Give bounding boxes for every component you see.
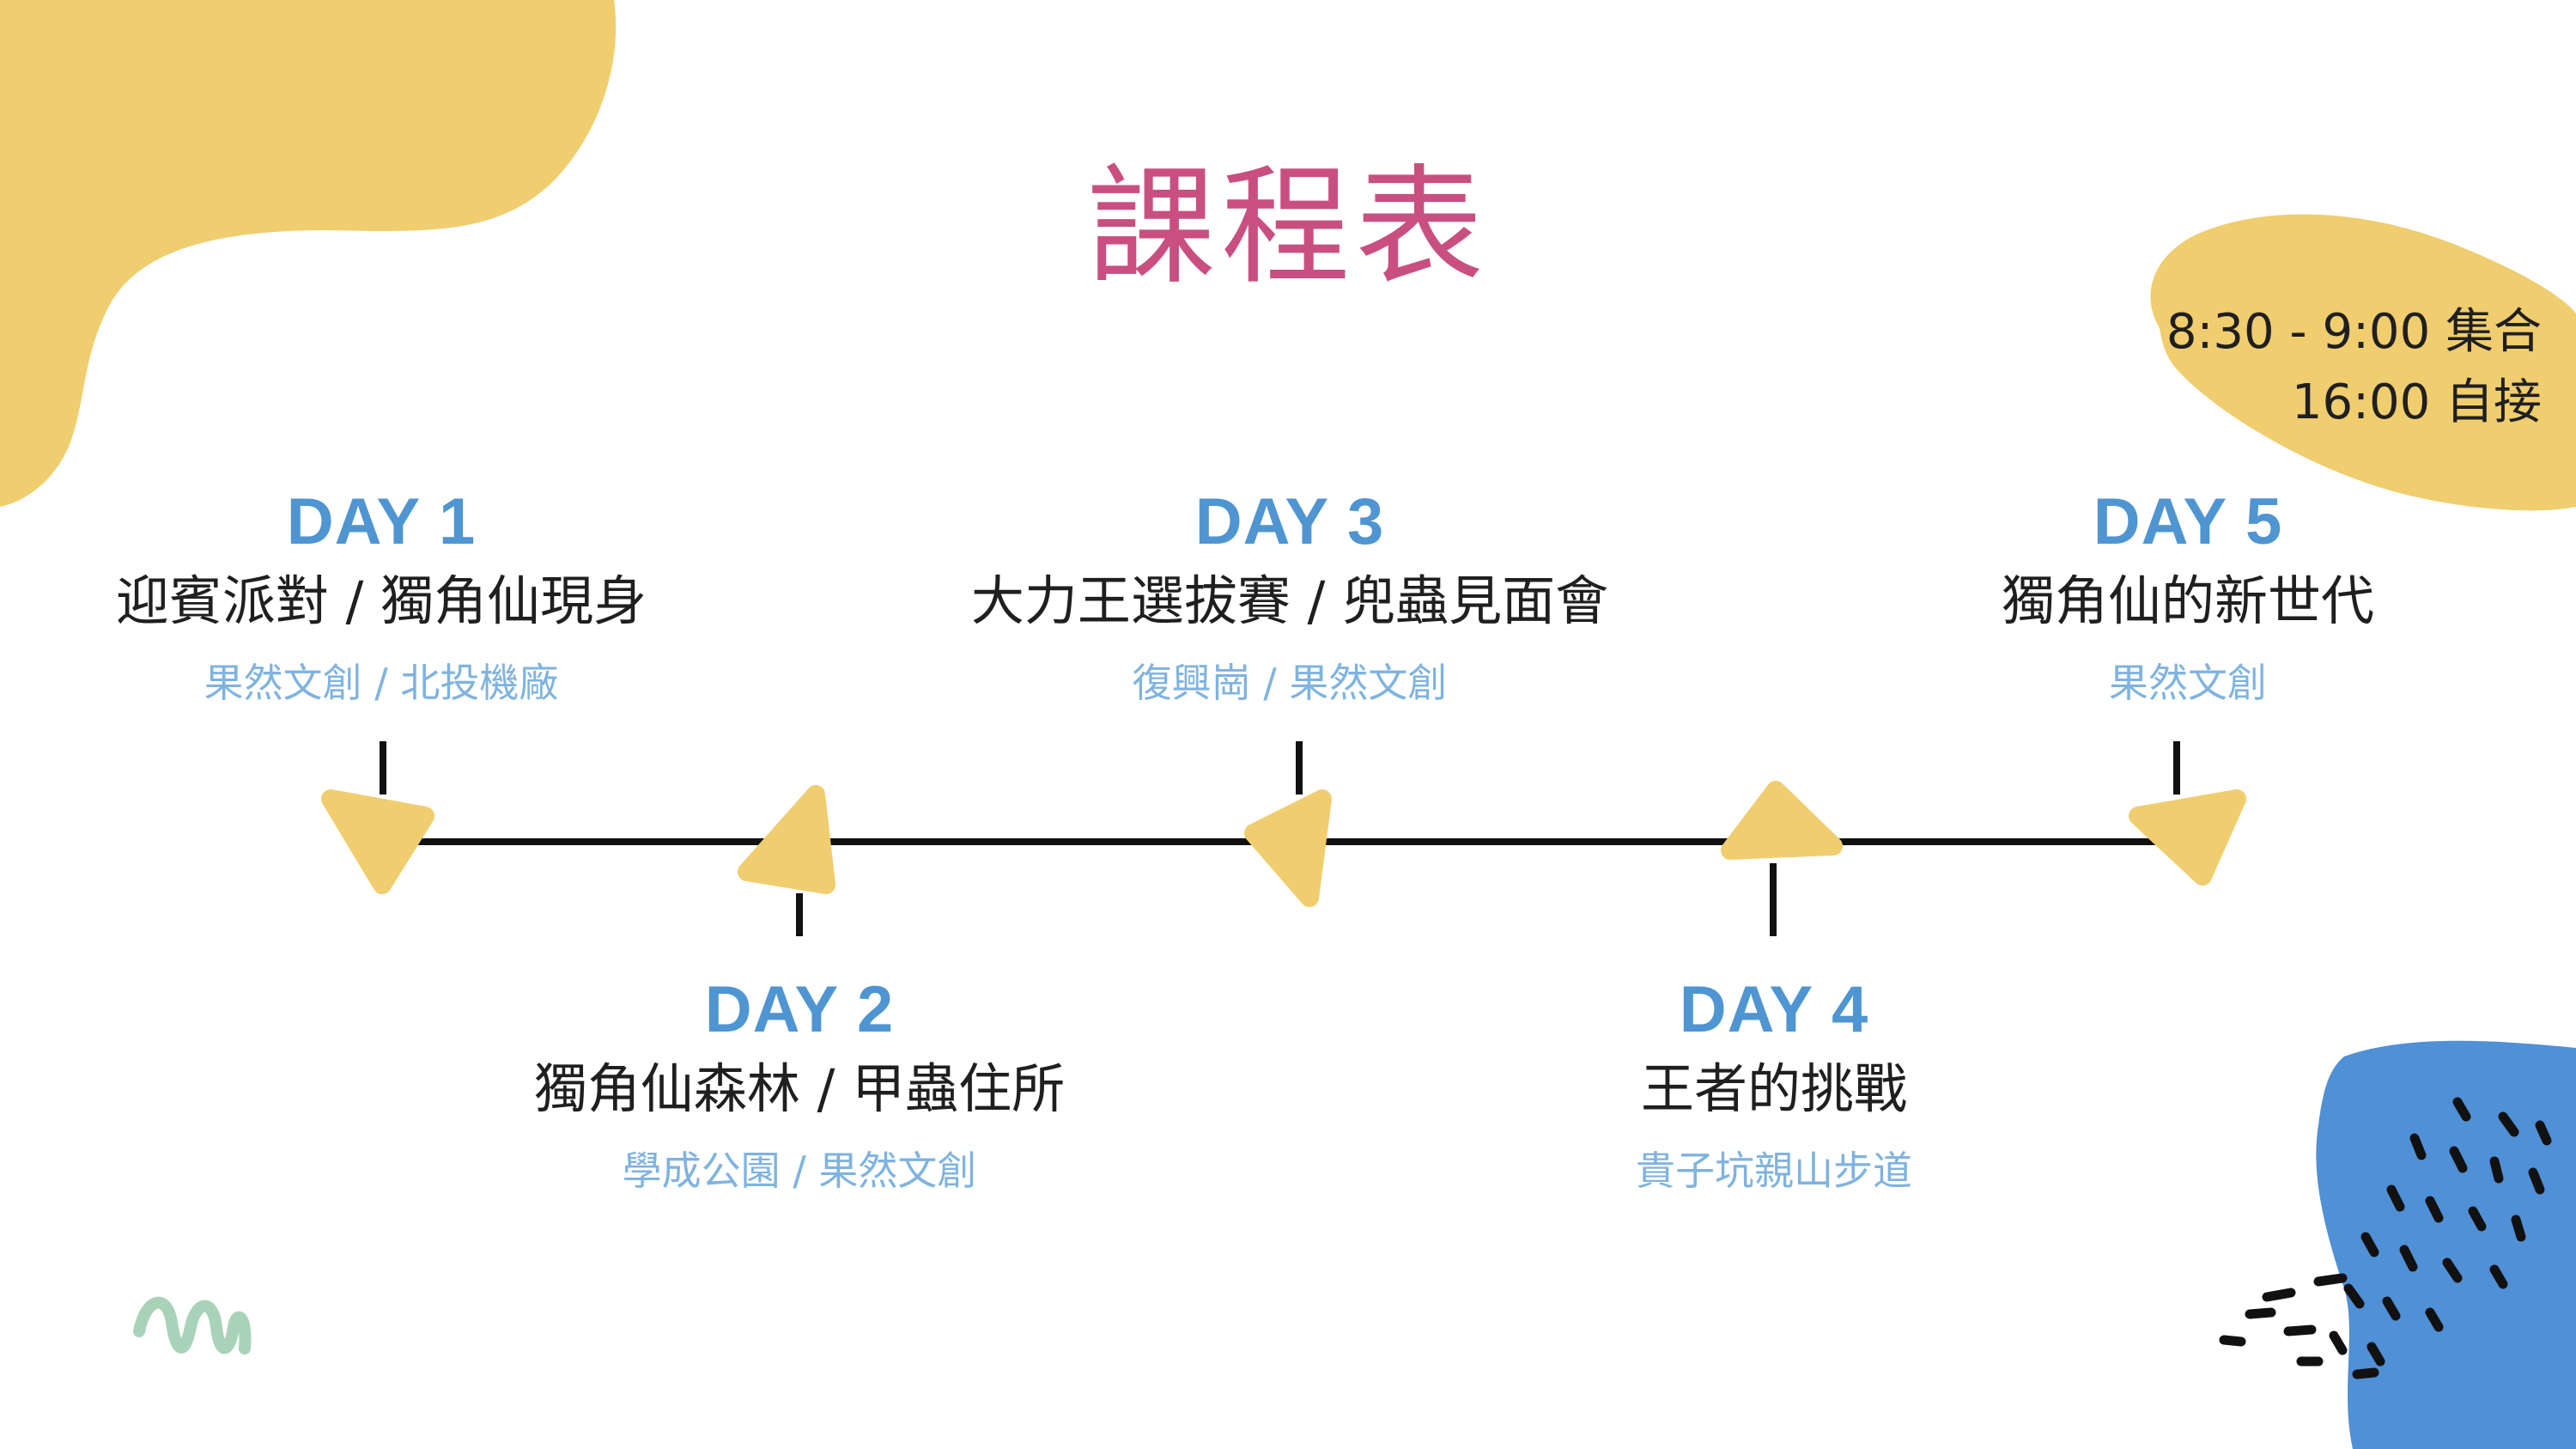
day-2-block: DAY 2 獨角仙森林 / 甲蟲住所 學成公園 / 果然文創 [413,973,1186,1195]
dash-pattern-icon [2219,1097,2552,1379]
day-4-block: DAY 4 王者的挑戰 貴子坑親山步道 [1388,973,2160,1195]
day-2-location: 學成公園 / 果然文創 [622,1148,977,1194]
top-right-yellow-blob [2150,214,2576,511]
top-left-yellow-blob [0,0,617,507]
day-3-block: DAY 3 大力王選拔賽 / 兜蟲見面會 復興崗 / 果然文創 [903,485,1676,707]
day-5-activity: 獨角仙的新世代 [2001,569,2374,632]
day-4-label: DAY 4 [1679,973,1869,1046]
day-5-label: DAY 5 [2093,485,2283,558]
day-2-label: DAY 2 [704,973,895,1046]
day-3-activity: 大力王選拔賽 / 兜蟲見面會 [970,569,1609,632]
assembly-time: 8:30 - 9:00 集合 [2166,304,2542,360]
day-2-activity: 獨角仙森林 / 甲蟲住所 [533,1057,1066,1120]
bottom-right-blue-blob [2316,1040,2576,1449]
day-3-triangle-marker-icon [1244,789,1332,907]
day-3-label: DAY 3 [1194,485,1385,558]
day-1-location: 果然文創 / 北投機廠 [204,660,559,706]
day-4-activity: 王者的挑戰 [1640,1057,1907,1120]
day-1-activity: 迎賓派對 / 獨角仙現身 [115,569,647,632]
day-3-location: 復興崗 / 果然文創 [1132,660,1448,706]
day-1-label: DAY 1 [286,485,477,558]
day-5-triangle-marker-icon [2129,789,2246,886]
day-5-block: DAY 5 獨角仙的新世代 果然文創 [1801,485,2574,707]
day-4-location: 貴子坑親山步道 [1636,1148,1912,1194]
page-title: 課程表 [1086,153,1489,302]
day-1-triangle-marker-icon [321,789,434,894]
day-2-triangle-marker-icon [738,785,835,894]
day-1-block: DAY 1 迎賓派對 / 獨角仙現身 果然文創 / 北投機廠 [0,485,768,707]
squiggle-icon [133,1296,252,1355]
day-4-triangle-marker-icon [1721,781,1843,860]
pickup-time: 16:00 自接 [2291,374,2542,430]
day-5-location: 果然文創 [2109,660,2267,706]
